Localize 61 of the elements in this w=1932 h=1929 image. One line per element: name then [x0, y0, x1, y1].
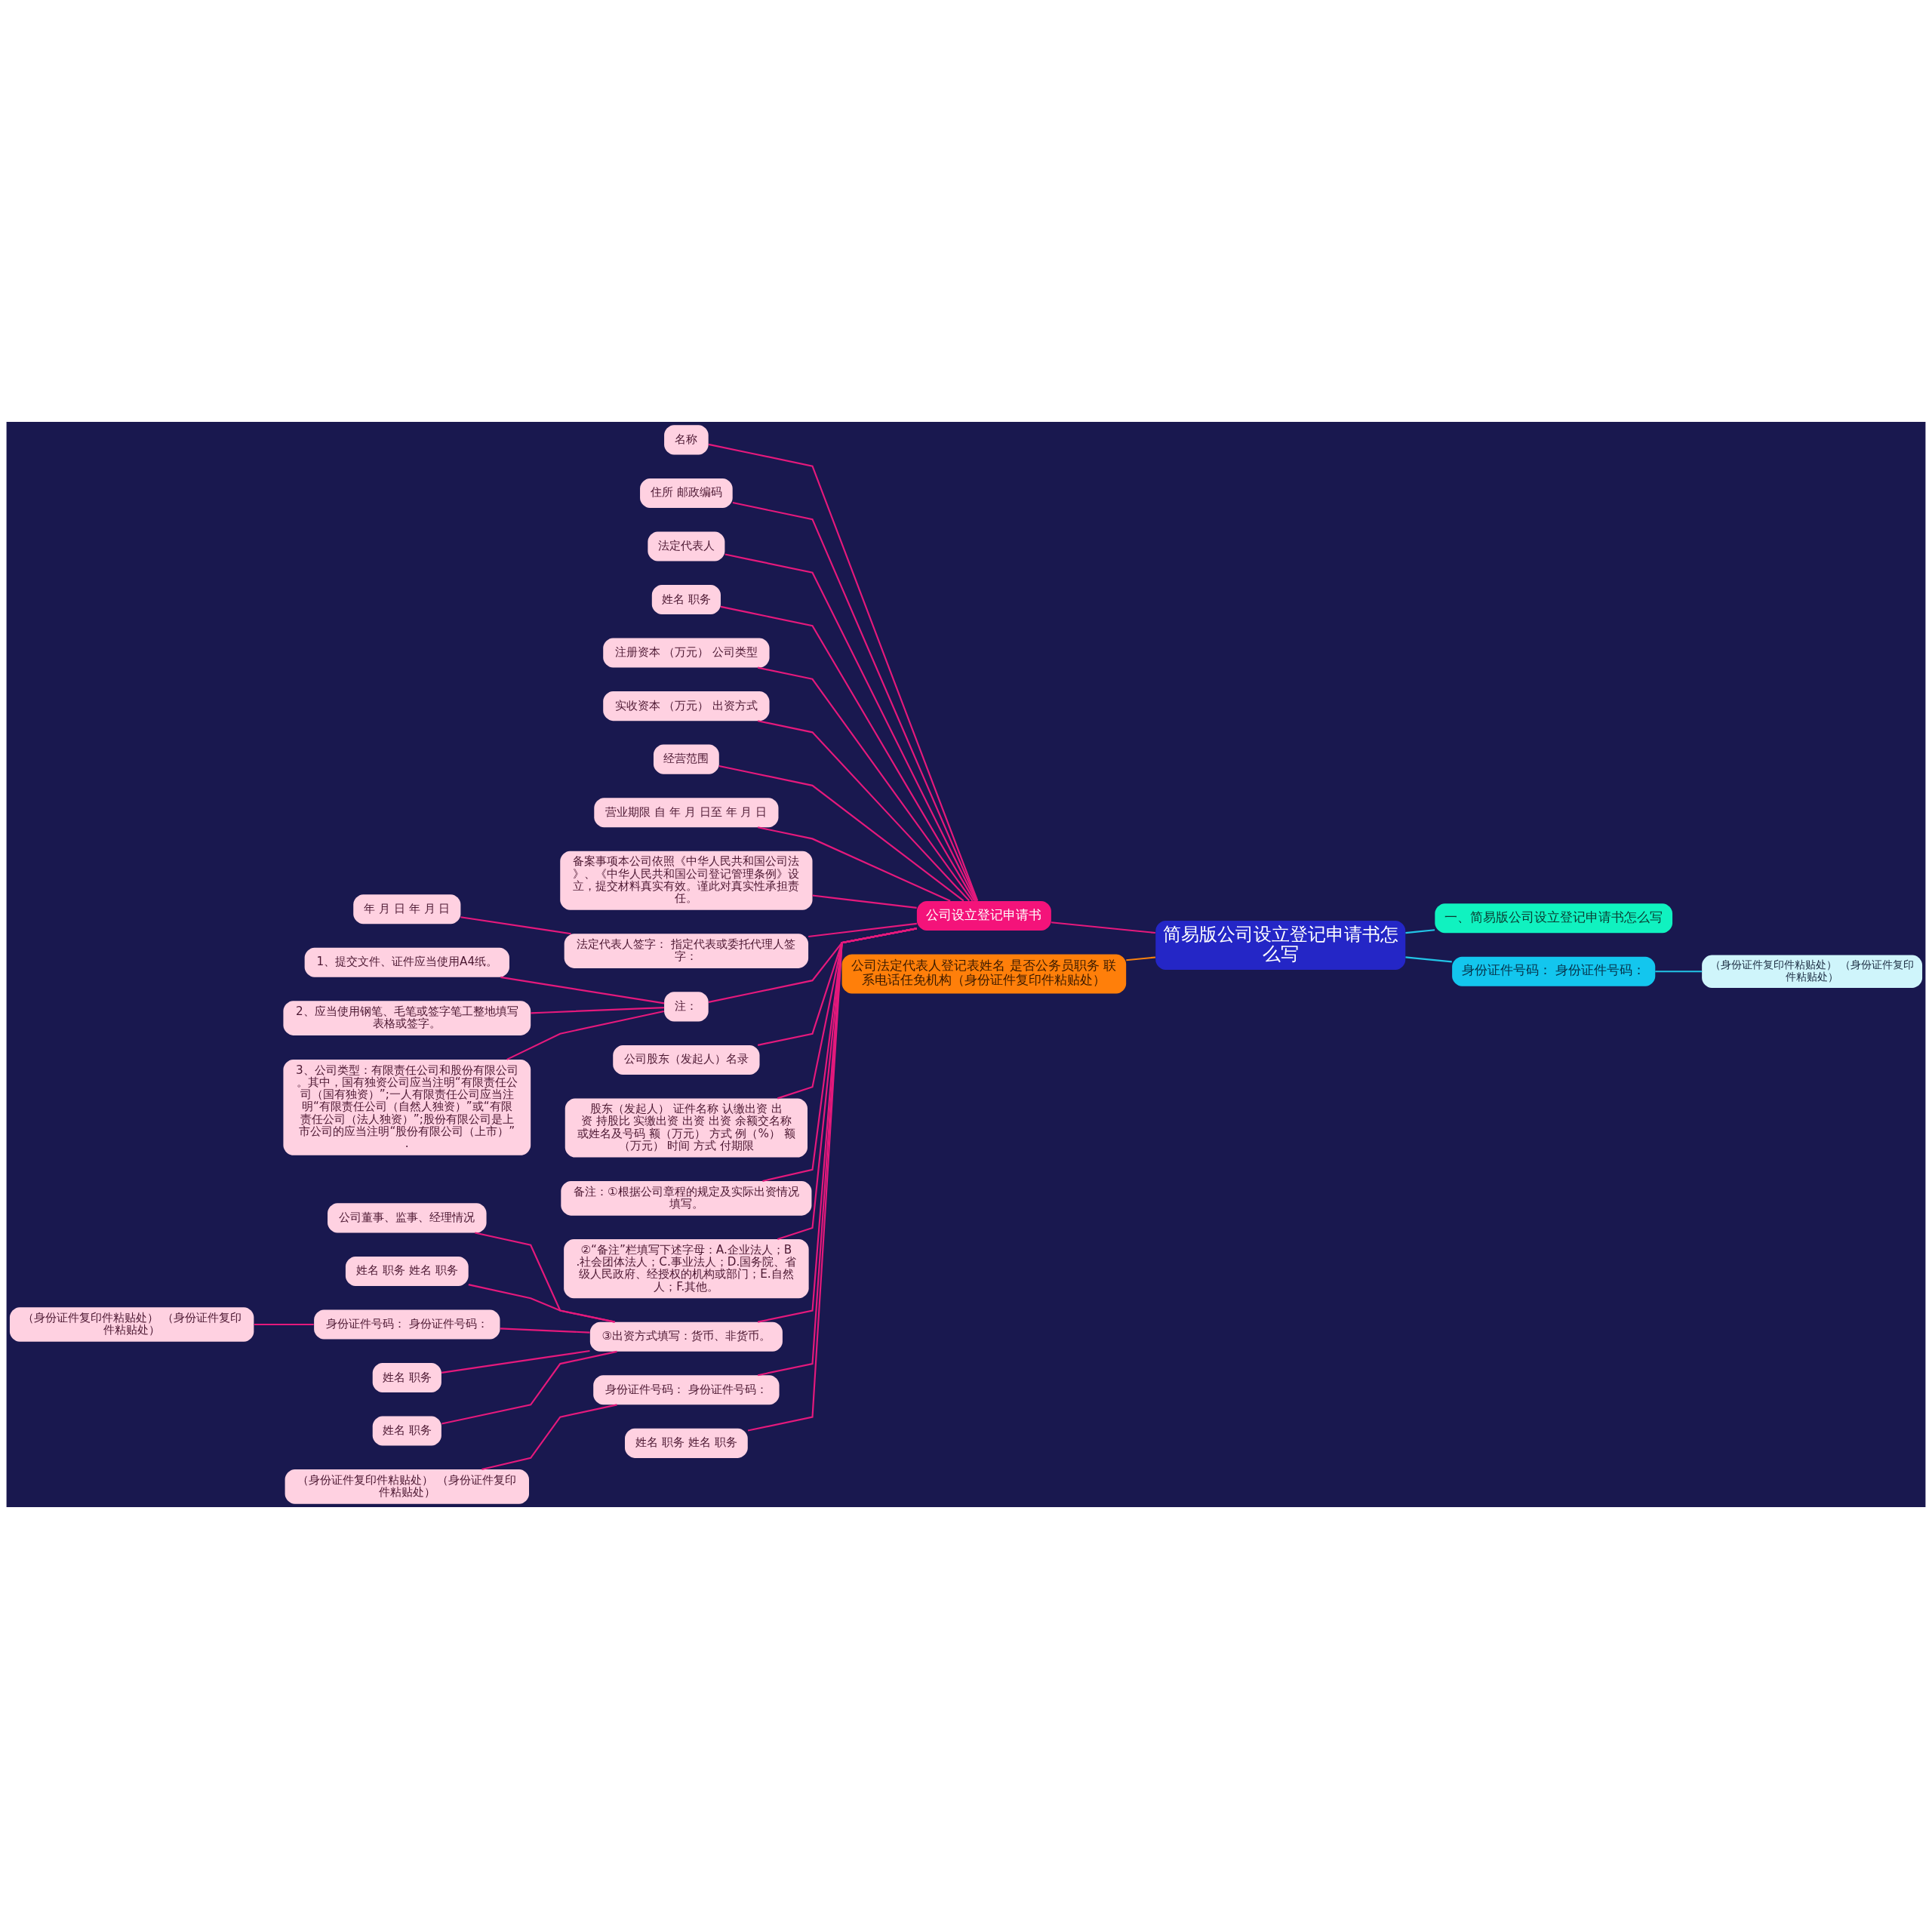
node-box: 营业期限 自 年 月 日至 年 月 日: [594, 798, 779, 828]
connector: [732, 502, 978, 902]
node-box: 3、公司类型：有限责任公司和股份有限公司。其中，国有独资公司应当注明“有限责任公司（国有独资）”;一人有限责任公司应当注明“有限责任公司（自然人独资）”或“有限责任公司（法人独资）”;股份有限公司是上市公司的应当注明“股份有限公司（上市）”.: [283, 1059, 531, 1155]
node-box: 注册资本 （万元） 公司类型: [603, 638, 770, 668]
node-box: ③出资方式填写：货币、非货币。: [589, 1321, 783, 1352]
node-box: 1、提交文件、证件应当使用A4纸。: [304, 947, 509, 977]
node-box: 简易版公司设立登记申请书怎么写: [1155, 920, 1406, 971]
node-box: 姓名 职务: [372, 1416, 441, 1446]
node-box: 姓名 职务: [372, 1363, 441, 1393]
node-box: 备注：①根据公司章程的规定及实际出资情况填写。: [561, 1181, 812, 1216]
node-box: ②“备注”栏填写下述字母：A.企业法人；B.社会团体法人；C.事业法人；D.国务院、省级人民政府、经授权的机构或部门；E.自然人；F.其他。: [564, 1239, 809, 1299]
node-box: 姓名 职务 姓名 职务: [345, 1256, 469, 1286]
node-box: 年 月 日 年 月 日: [353, 894, 461, 925]
connector: [460, 916, 571, 935]
node-box: 法定代表人: [648, 531, 725, 561]
node-box: 名称: [664, 425, 709, 455]
connector: [1405, 956, 1452, 963]
node-box: 公司股东（发起人）名录: [613, 1044, 760, 1075]
node-box: 法定代表人签字： 指定代表或委托代理人签字：: [564, 934, 809, 968]
connector: [500, 1328, 590, 1334]
connector: [1126, 956, 1156, 961]
connector: [757, 720, 971, 902]
connector: [500, 976, 665, 1004]
connector: [441, 1350, 617, 1425]
connector: [1051, 921, 1155, 934]
node-box: 股东（发起人） 证件名称 认缴出资 出资 持股比 实缴出资 出资 出资 余额交名称或姓名及号码 额（万元） 方式 例（%） 额（万元） 时间 方式 付期限: [565, 1098, 808, 1158]
node-box: 一、简易版公司设立登记申请书怎么写: [1435, 903, 1673, 934]
node-box: （身份证件复印件粘贴处） （身份证件复印件粘贴处）: [1702, 955, 1923, 988]
connector: [1655, 971, 1703, 973]
connector: [747, 928, 917, 1432]
connector: [724, 553, 977, 902]
connector: [808, 922, 917, 938]
node-box: 公司法定代表人登记表姓名 是否公务员职务 联系电话任免机构（身份证件复印件粘贴处）: [841, 954, 1127, 994]
node-box: 2、应当使用钢笔、毛笔或签字笔工整地填写表格或签字。: [283, 1001, 531, 1035]
connector: [531, 1006, 664, 1014]
node-box: 注：: [664, 992, 709, 1022]
connector: [468, 1284, 615, 1323]
node-box: （身份证件复印件粘贴处） （身份证件复印件粘贴处）: [9, 1307, 254, 1342]
connector: [481, 1404, 617, 1471]
connector: [757, 826, 951, 902]
node-box: 身份证件号码： 身份证件号码：: [1452, 956, 1656, 986]
connector: [254, 1323, 314, 1326]
node-box: 经营范围: [653, 744, 719, 774]
connector: [506, 1011, 664, 1060]
node-box: 公司设立登记申请书: [916, 900, 1051, 931]
node-box: 住所 邮政编码: [640, 478, 733, 508]
connector: [757, 666, 974, 902]
node-box: 身份证件号码： 身份证件号码：: [593, 1375, 780, 1405]
node-box: 公司董事、监事、经理情况: [328, 1203, 487, 1233]
node-box: 实收资本 （万元） 出资方式: [603, 691, 770, 721]
node-box: 姓名 职务: [651, 584, 721, 615]
connector: [720, 605, 976, 902]
node-box: 备案事项本公司依照《中华人民共和国公司法》、《中华人民共和国公司登记管理条例》设立，提交材料真实有效。谨此对真实性承担责任。: [560, 851, 813, 910]
connector: [1405, 929, 1435, 934]
connector: [708, 443, 979, 901]
connector: [812, 894, 917, 909]
node-box: （身份证件复印件粘贴处） （身份证件复印件粘贴处）: [285, 1469, 529, 1504]
node-box: 身份证件号码： 身份证件号码：: [314, 1309, 500, 1340]
connector: [441, 1349, 590, 1374]
connector: [718, 765, 964, 902]
node-box: 姓名 职务 姓名 职务: [625, 1428, 748, 1458]
